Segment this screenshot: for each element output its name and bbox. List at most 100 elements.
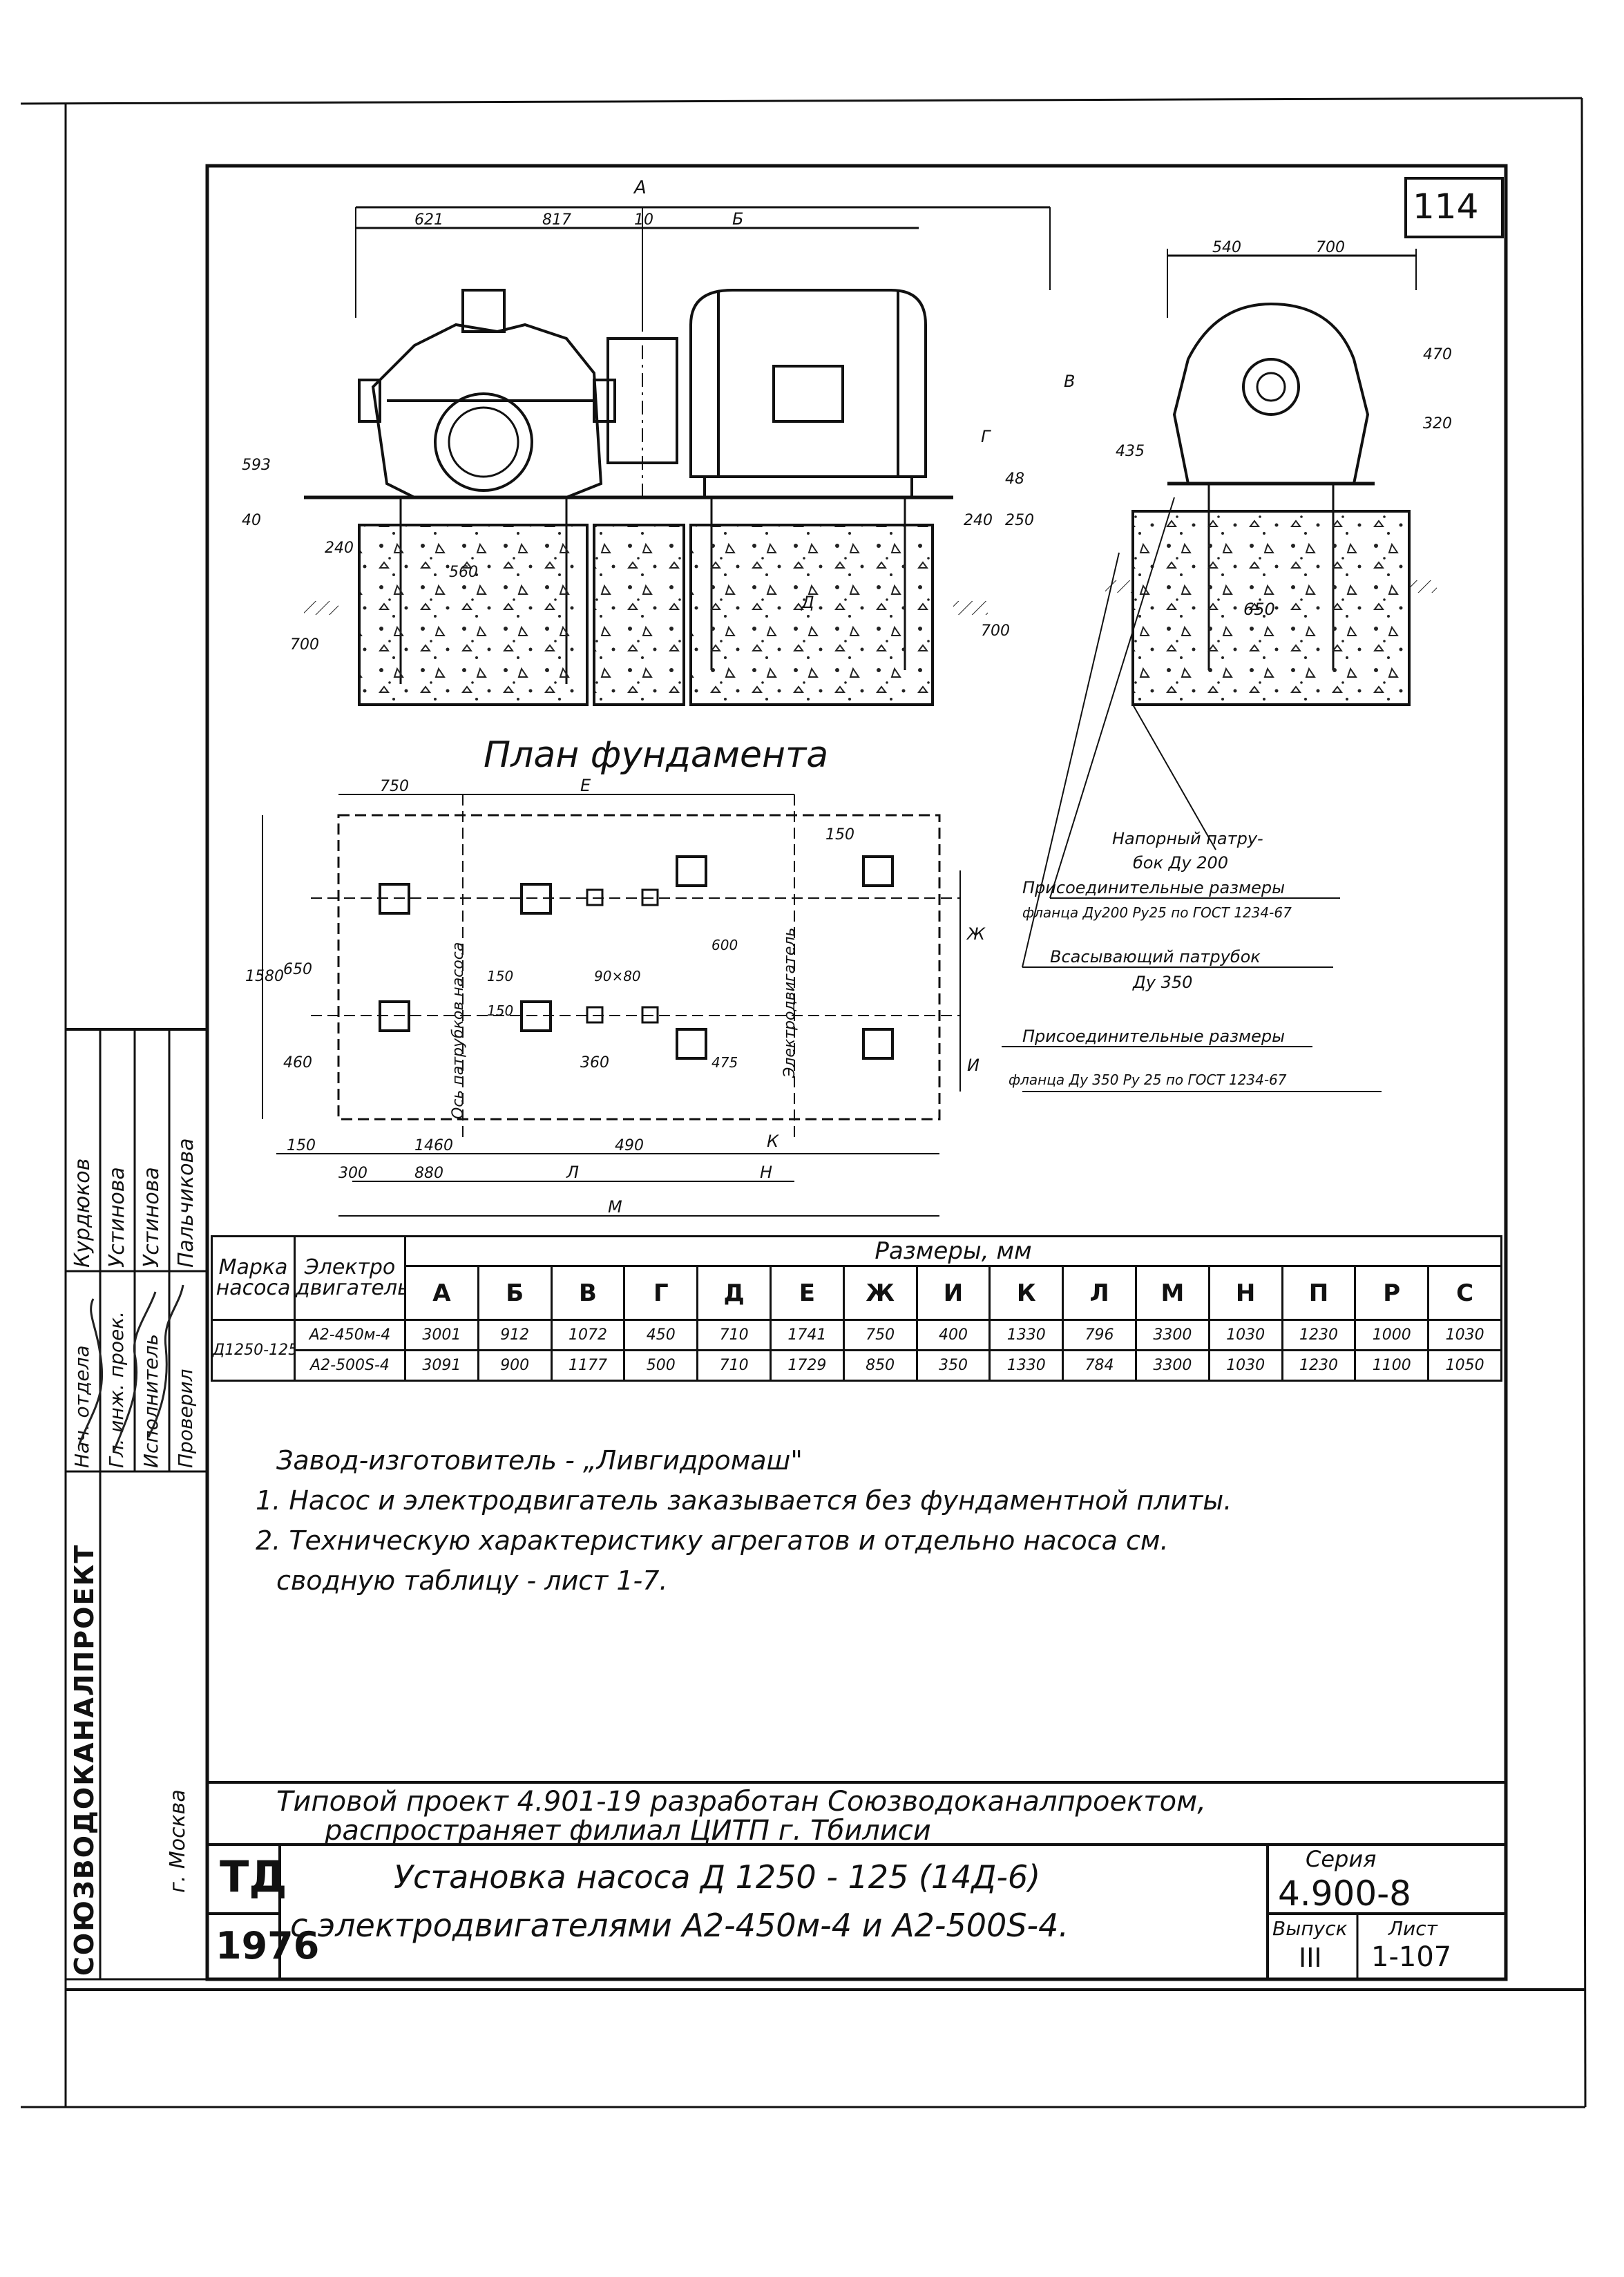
col-header: П bbox=[1281, 1265, 1357, 1321]
sheet-value: 1-107 bbox=[1371, 1941, 1452, 1973]
value-cell: 900 bbox=[477, 1349, 553, 1382]
note-item-3: сводную таблицу - лист 1-7. bbox=[276, 1565, 668, 1596]
dim-560: 560 bbox=[449, 564, 478, 581]
plan-dim-475: 475 bbox=[711, 1054, 738, 1071]
dim-240-right: 240 bbox=[964, 512, 993, 529]
stamp-org: СОЮЗВОДОКАНАЛПРОЕКТ bbox=[69, 1543, 99, 1976]
stamp-name: Курдюков bbox=[70, 1158, 95, 1268]
value-cell: 1000 bbox=[1354, 1319, 1430, 1351]
dim-700-right: 700 bbox=[981, 622, 1010, 640]
dim-700-left: 700 bbox=[290, 636, 319, 654]
table-row: Д1250-125 А2-450м-4 3001 912 1072 450 71… bbox=[211, 1319, 1502, 1382]
value-cell: 350 bbox=[915, 1349, 991, 1382]
stamp-name: Устинова bbox=[140, 1167, 164, 1268]
callout-line-7: Присоединительные размеры bbox=[1022, 1027, 1285, 1046]
value-cell: 1072 bbox=[550, 1319, 626, 1351]
col-motor-header: Электро двигатель bbox=[294, 1235, 406, 1321]
table-row: А2-500S-4 3091 900 1177 500 710 1729 850… bbox=[212, 1349, 1502, 1382]
plan-dim-I: И bbox=[967, 1056, 980, 1075]
dim-470: 470 bbox=[1423, 346, 1452, 363]
dim-817: 817 bbox=[542, 211, 571, 229]
pump-foundation bbox=[358, 524, 589, 706]
col-header: А bbox=[404, 1265, 479, 1321]
value-cell: 3001 bbox=[404, 1319, 479, 1351]
value-cell: 850 bbox=[842, 1349, 918, 1382]
td-mark: ТД bbox=[220, 1851, 287, 1902]
motor-cell: А2-450м-4 bbox=[294, 1319, 406, 1351]
dim-A: A bbox=[633, 178, 647, 198]
col-header: Н bbox=[1207, 1265, 1283, 1321]
dim-40: 40 bbox=[242, 512, 261, 529]
motor-cell: А2-500S-4 bbox=[294, 1349, 406, 1382]
value-cell: 1230 bbox=[1281, 1349, 1357, 1382]
dim-G: Г bbox=[981, 427, 991, 446]
plan-dim-K: К bbox=[767, 1132, 779, 1151]
value-cell: 1230 bbox=[1281, 1319, 1357, 1351]
plan-dim-650: 650 bbox=[283, 961, 312, 978]
dim-435: 435 bbox=[1116, 443, 1145, 460]
plan-dim-150-top: 150 bbox=[825, 826, 854, 844]
plan-dim-1460: 1460 bbox=[414, 1137, 453, 1154]
col-header: С bbox=[1427, 1265, 1502, 1321]
sheet-title-2: с электродвигателями А2-450м-4 и А2-500S… bbox=[290, 1907, 1069, 1944]
notes-block: Завод-изготовитель - „Ливгидромаш" 1. На… bbox=[256, 1440, 1232, 1601]
note-item-2: 2. Техническую характеристику агрегатов … bbox=[256, 1525, 1169, 1556]
plan-dim-L: Л bbox=[566, 1163, 579, 1182]
col-header: Р bbox=[1354, 1265, 1430, 1321]
sheet-title-1: Установка насоса Д 1250 - 125 (14Д-6) bbox=[394, 1858, 1041, 1896]
coupling-foundation bbox=[593, 524, 685, 706]
dim-250: 250 bbox=[1005, 512, 1034, 529]
plan-dim-M: M bbox=[608, 1197, 622, 1217]
sheet-number: 114 bbox=[1413, 187, 1479, 227]
plan-dim-90x80: 90×80 bbox=[594, 968, 641, 984]
dim-B: Б bbox=[732, 209, 743, 229]
value-cell: 1030 bbox=[1207, 1349, 1283, 1382]
series-value: 4.900-8 bbox=[1278, 1874, 1411, 1914]
col-header: Ж bbox=[842, 1265, 918, 1321]
signatures bbox=[78, 1284, 184, 1451]
dim-593: 593 bbox=[242, 457, 271, 474]
plan-label-pump-axis: Ось патрубков насоса bbox=[450, 942, 467, 1119]
value-cell: 1100 bbox=[1354, 1349, 1430, 1382]
value-cell: 3300 bbox=[1134, 1319, 1210, 1351]
foundation-plan bbox=[262, 794, 961, 1217]
value-cell: 1177 bbox=[550, 1349, 626, 1382]
value-cell: 3091 bbox=[404, 1349, 479, 1382]
callout-line-3: Присоединительные размеры bbox=[1022, 878, 1285, 897]
value-cell: 1330 bbox=[988, 1349, 1064, 1382]
callout-line-5: Всасывающий патрубок bbox=[1050, 947, 1261, 966]
plan-dim-490: 490 bbox=[615, 1137, 644, 1154]
value-cell: 912 bbox=[477, 1319, 553, 1351]
dim-48: 48 bbox=[1005, 470, 1024, 488]
dim-10: 10 bbox=[634, 211, 653, 229]
stamp-city: г. Москва bbox=[166, 1789, 190, 1893]
issue-value: III bbox=[1299, 1943, 1322, 1973]
dim-621: 621 bbox=[414, 211, 443, 229]
plan-dim-150-b: 150 bbox=[487, 1002, 513, 1019]
callout-line-8: фланца Ду 350 Ру 25 по ГОСТ 1234-67 bbox=[1009, 1071, 1287, 1088]
plan-dim-880: 880 bbox=[414, 1165, 443, 1182]
plan-title: План фундамента bbox=[484, 734, 828, 776]
footer-line-2: распространяет филиал ЦИТП г. Тбилиси bbox=[325, 1815, 931, 1847]
year-mark: 1976 bbox=[216, 1924, 320, 1968]
plan-dim-Zh: Ж bbox=[966, 924, 986, 944]
side-stamp-grid bbox=[64, 1028, 209, 1981]
dim-540: 540 bbox=[1212, 239, 1241, 256]
motor-foundation bbox=[689, 524, 934, 706]
series-label: Серия bbox=[1306, 1846, 1377, 1872]
value-cell: 1729 bbox=[769, 1349, 845, 1382]
elevation-dimensions: A 621 817 10 Б 540 700 470 320 435 593 4… bbox=[242, 178, 1452, 654]
callouts: Напорный патру- бок Ду 200 Присоединител… bbox=[1009, 829, 1292, 1088]
value-cell: 1330 bbox=[988, 1319, 1064, 1351]
value-cell: 450 bbox=[623, 1319, 699, 1351]
callout-line-4: фланца Ду200 Ру25 по ГОСТ 1234-67 bbox=[1022, 904, 1292, 921]
col-pump-header: Марка насоса bbox=[211, 1235, 296, 1321]
callout-line-2: бок Ду 200 bbox=[1133, 853, 1228, 873]
note-maker: Завод-изготовитель - „Ливгидромаш" bbox=[276, 1445, 803, 1476]
plan-dim-E: E bbox=[580, 776, 591, 795]
plan-dim-N: Н bbox=[760, 1163, 772, 1182]
dim-V: В bbox=[1064, 372, 1075, 391]
value-cell: 710 bbox=[696, 1319, 772, 1351]
dim-320: 320 bbox=[1423, 415, 1452, 432]
plan-dim-300: 300 bbox=[338, 1165, 367, 1182]
